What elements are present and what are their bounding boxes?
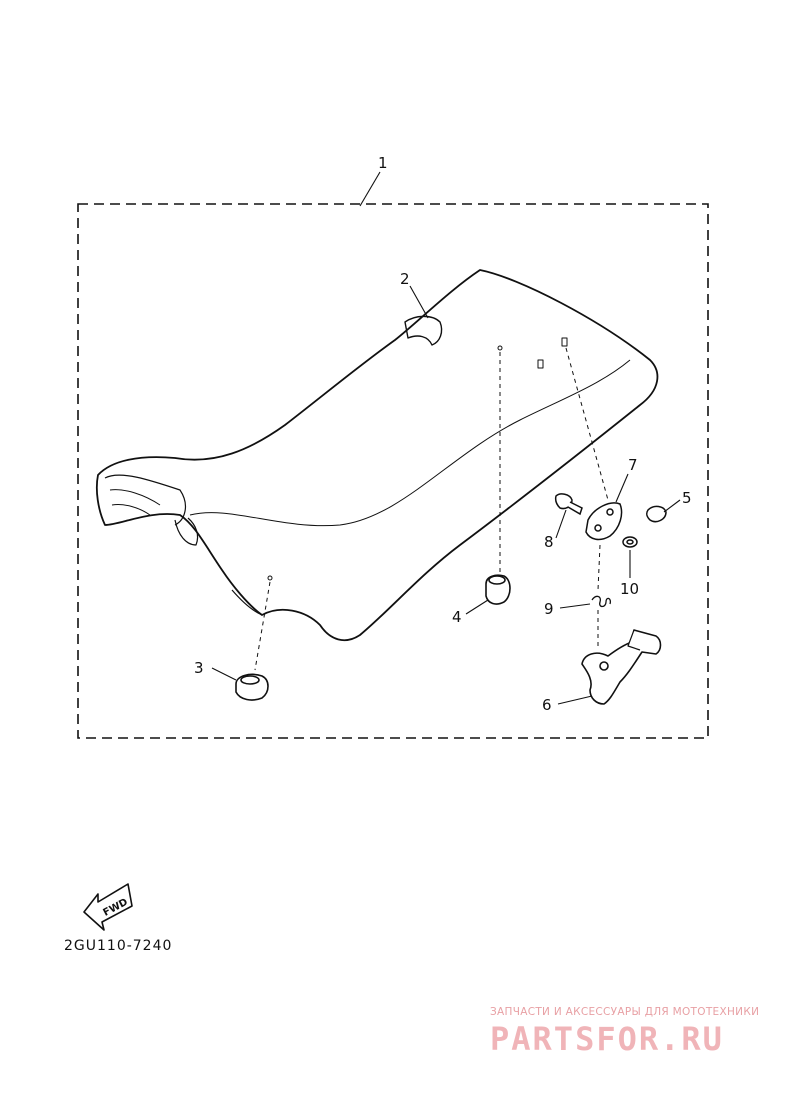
callout-5: 5: [682, 489, 692, 507]
spring: [591, 595, 612, 608]
callout-8: 8: [544, 533, 554, 551]
bolt: [554, 493, 583, 516]
callout-9: 9: [544, 600, 554, 618]
seat-assembly: [95, 269, 659, 642]
callout-6: 6: [542, 696, 552, 714]
diagram-code: 2GU110-7240: [64, 938, 173, 954]
callout-4: 4: [452, 608, 462, 626]
bracket: [585, 502, 623, 541]
damper-front: [235, 673, 269, 701]
callout-3: 3: [194, 659, 204, 677]
callout-7: 7: [628, 456, 638, 474]
watermark-tagline: ЗАПЧАСТИ И АКСЕССУАРЫ ДЛЯ МОТОТЕХНИКИ: [490, 1006, 760, 1018]
nut: [645, 505, 667, 523]
washer: [622, 536, 638, 548]
callout-leaders: [211, 171, 681, 705]
assembly-boundary: [77, 203, 709, 739]
callout-2: 2: [400, 270, 410, 288]
damper-rear: [485, 574, 511, 605]
callout-1: 1: [378, 154, 388, 172]
assembly-guide-lines: [254, 347, 609, 671]
fwd-arrow-icon: FWD: [83, 883, 133, 931]
callout-10: 10: [620, 580, 639, 598]
watermark-brand: PARTSFOR.RU: [490, 1020, 724, 1058]
seat-lock: [581, 629, 662, 705]
